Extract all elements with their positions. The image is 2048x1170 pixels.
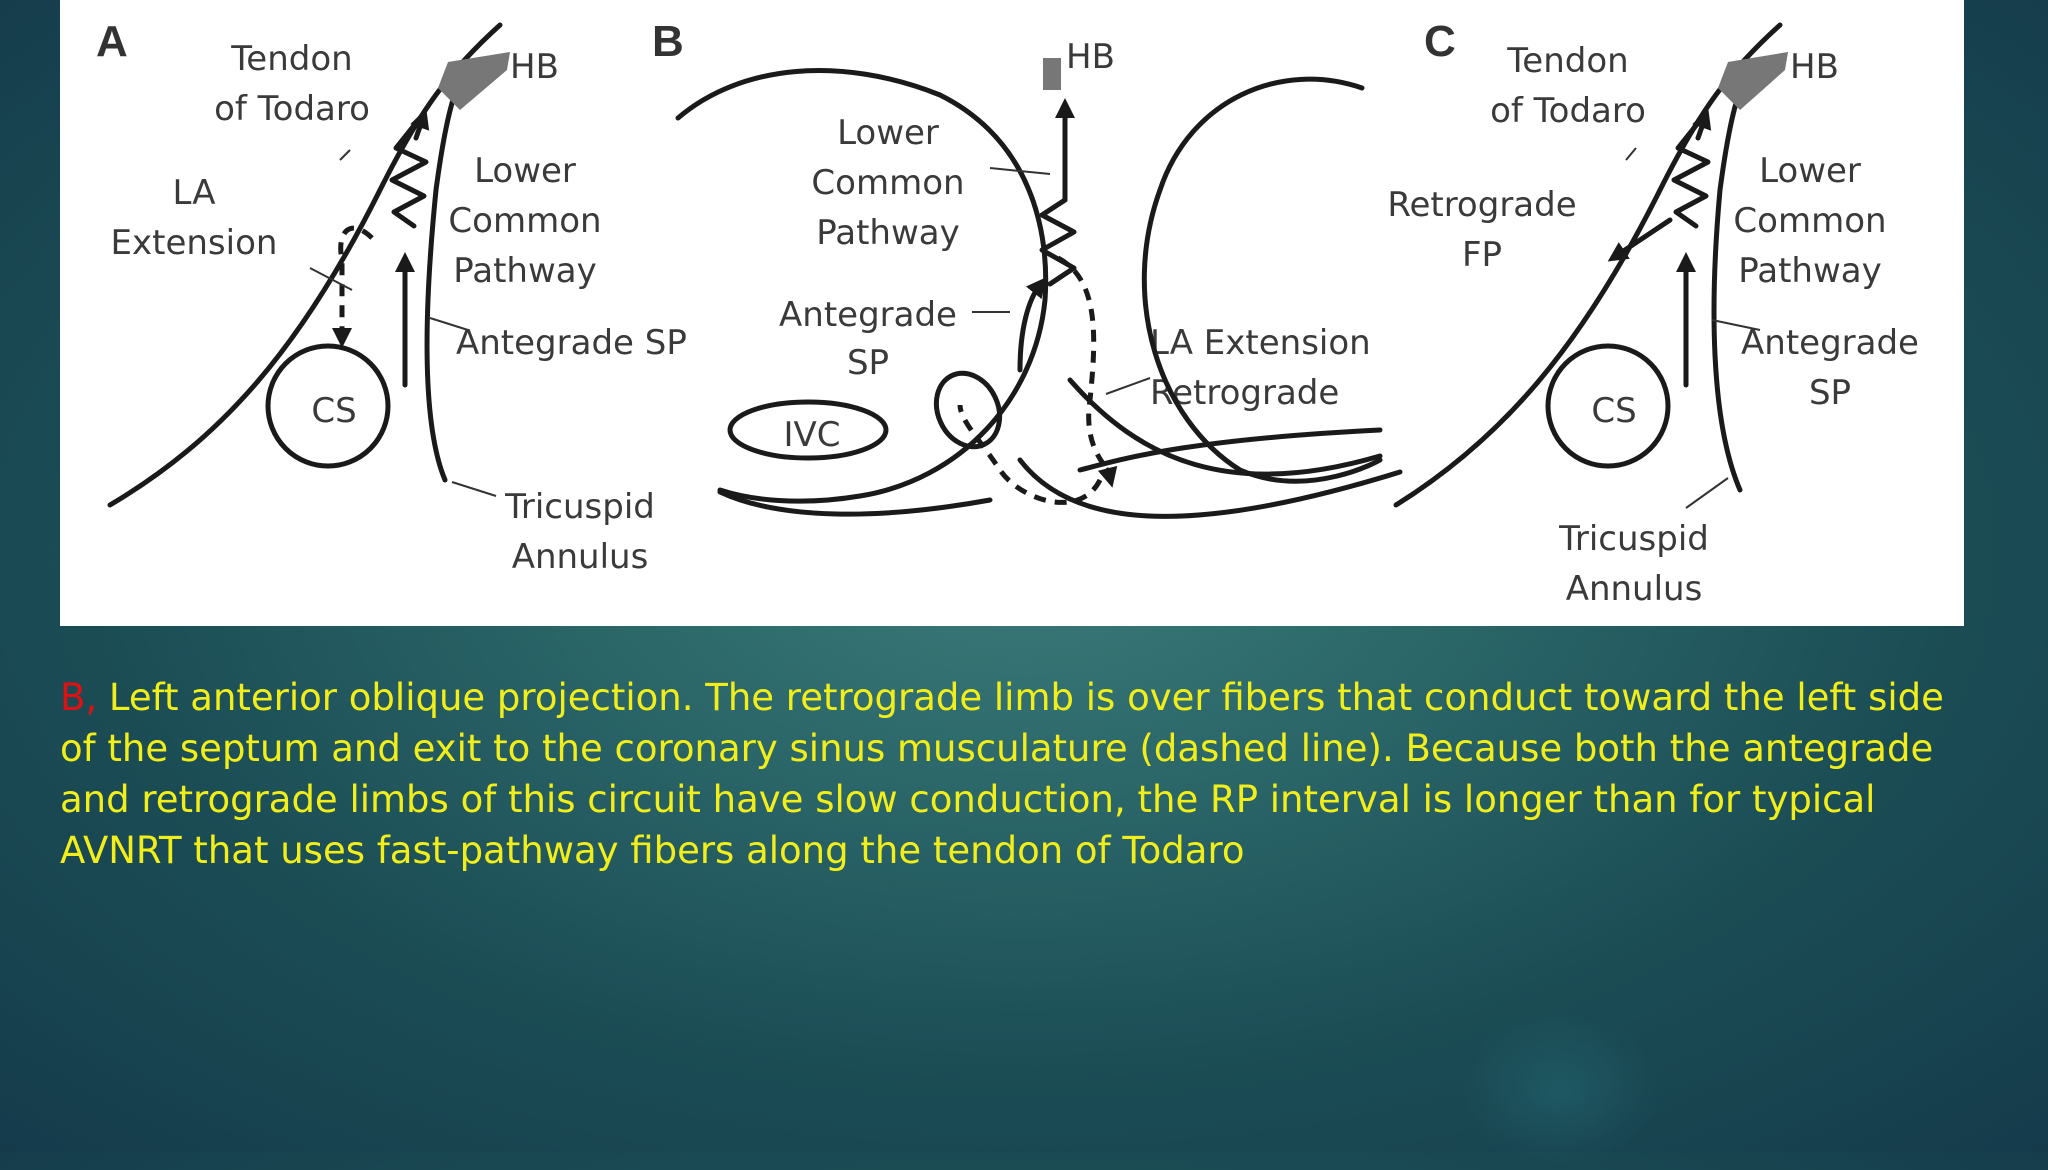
panel-c: C Tendon of Todaro HB Retrograde FP Lowe…	[1387, 17, 1919, 609]
panel-a-lcp-line2: Common	[448, 201, 601, 241]
panel-b-lower-arc	[717, 489, 993, 517]
panel-a-tricuspid-line2: Annulus	[512, 537, 649, 577]
panel-c-tricuspid-line1: Tricuspid	[1558, 519, 1709, 559]
panel-a-cs-label: CS	[311, 391, 356, 431]
panel-c-tricuspid-line2: Annulus	[1566, 569, 1703, 609]
panel-b-outer-arc-1	[1017, 457, 1403, 519]
panel-a-tendon-line1: Tendon	[230, 39, 352, 79]
panel-b-antegrade-arrow	[1017, 277, 1047, 373]
panel-c-lcp-squiggle	[1671, 115, 1711, 229]
panel-b-la-ext-pointer	[1105, 377, 1151, 395]
panel-b-la-contour	[1141, 76, 1383, 484]
avnrt-diagram: A Tendon of Todaro HB LA Extension Lower…	[96, 17, 1919, 609]
figure-caption: B, Left anterior oblique projection. The…	[60, 672, 1990, 876]
panel-b-his-bundle	[1043, 58, 1061, 90]
panel-b-antegrade-line1: Antegrade	[779, 295, 957, 335]
panel-c-antegrade-line2: SP	[1809, 373, 1851, 413]
panel-b-cs-ostium	[933, 370, 1003, 450]
avnrt-diagram-panel: A Tendon of Todaro HB LA Extension Lower…	[60, 0, 1964, 626]
panel-b-ivc-label: IVC	[783, 415, 840, 455]
panel-a-lcp-line3: Pathway	[453, 251, 596, 291]
panel-b-lcp-line3: Pathway	[816, 213, 959, 253]
panel-a: A Tendon of Todaro HB LA Extension Lower…	[96, 17, 687, 577]
panel-b-lcp-squiggle	[1039, 197, 1077, 287]
panel-c-tendon-line2: of Todaro	[1490, 91, 1646, 131]
panel-b-lcp-line2: Common	[811, 163, 964, 203]
panel-b-letter: B	[652, 17, 684, 66]
panel-c-tendon-line1: Tendon	[1506, 41, 1628, 81]
panel-c-cs-label: CS	[1591, 391, 1636, 431]
panel-a-tricuspid-pointer	[451, 481, 497, 497]
panel-b-la-ext-line1: LA Extension	[1150, 323, 1371, 363]
panel-a-letter: A	[96, 17, 128, 66]
panel-a-lcp-arrow	[410, 108, 430, 141]
panel-b-retro-arrowhead	[1097, 465, 1118, 488]
panel-a-lcp-line1: Lower	[474, 151, 576, 191]
panel-a-lcp-squiggle	[389, 115, 429, 229]
panel-c-retro-fp-line1: Retrograde	[1387, 185, 1576, 225]
panel-a-la-ext-pointer	[309, 267, 353, 291]
panel-c-lcp-line3: Pathway	[1738, 251, 1881, 291]
panel-c-cs-circle	[1545, 343, 1671, 469]
panel-b-outer-arc-2	[1067, 377, 1383, 477]
panel-b-lcp-pointer	[989, 167, 1051, 175]
panel-a-antegrade-pointer	[429, 317, 469, 331]
panel-b-cs-dashed	[957, 404, 1103, 505]
panel-a-la-ext-line2: Extension	[111, 223, 278, 263]
caption-lead: B,	[60, 676, 98, 719]
panel-c-his-bundle	[1718, 52, 1788, 110]
panel-c-tricuspid-pointer	[1685, 477, 1729, 509]
panel-a-antegrade-label: Antegrade SP	[456, 323, 687, 363]
panel-a-tricuspid-line	[424, 67, 467, 483]
panel-c-retro-fp-arrow	[1607, 217, 1673, 262]
panel-c-lcp-line1: Lower	[1759, 151, 1861, 191]
panel-b-outer-arc-3	[1077, 427, 1383, 473]
panel-b-antegrade-line2: SP	[847, 343, 889, 383]
panel-a-cs-circle	[265, 343, 391, 469]
panel-c-tendon-pointer	[1625, 147, 1637, 161]
panel-c-retro-fp-line2: FP	[1462, 235, 1502, 275]
panel-a-tendon-line2: of Todaro	[214, 89, 370, 129]
panel-b: B HB Lower Common Pathway Antegrade SP L…	[652, 17, 1403, 519]
panel-a-tricuspid-line1: Tricuspid	[504, 487, 655, 527]
panel-c-hb-label: HB	[1790, 47, 1839, 87]
background-glow	[1460, 1010, 1660, 1170]
panel-c-antegrade-pointer	[1711, 319, 1761, 331]
caption-body: Left anterior oblique projection. The re…	[60, 676, 1944, 872]
panel-c-letter: C	[1424, 17, 1456, 66]
panel-c-antegrade-line1: Antegrade	[1741, 323, 1919, 363]
panel-a-his-bundle	[438, 52, 510, 110]
panel-b-hb-label: HB	[1066, 37, 1115, 77]
panel-c-lcp-arrow	[1692, 108, 1712, 141]
panel-a-hb-label: HB	[510, 47, 559, 87]
panel-c-lcp-line2: Common	[1733, 201, 1886, 241]
panel-a-dashed-path	[338, 225, 374, 330]
panel-b-ivc-ellipse	[727, 399, 889, 461]
panel-a-la-ext-line1: LA	[173, 173, 216, 213]
panel-b-retro-dashed	[1056, 255, 1110, 472]
panel-b-lcp-line1: Lower	[837, 113, 939, 153]
panel-a-tendon-pointer	[339, 149, 351, 161]
